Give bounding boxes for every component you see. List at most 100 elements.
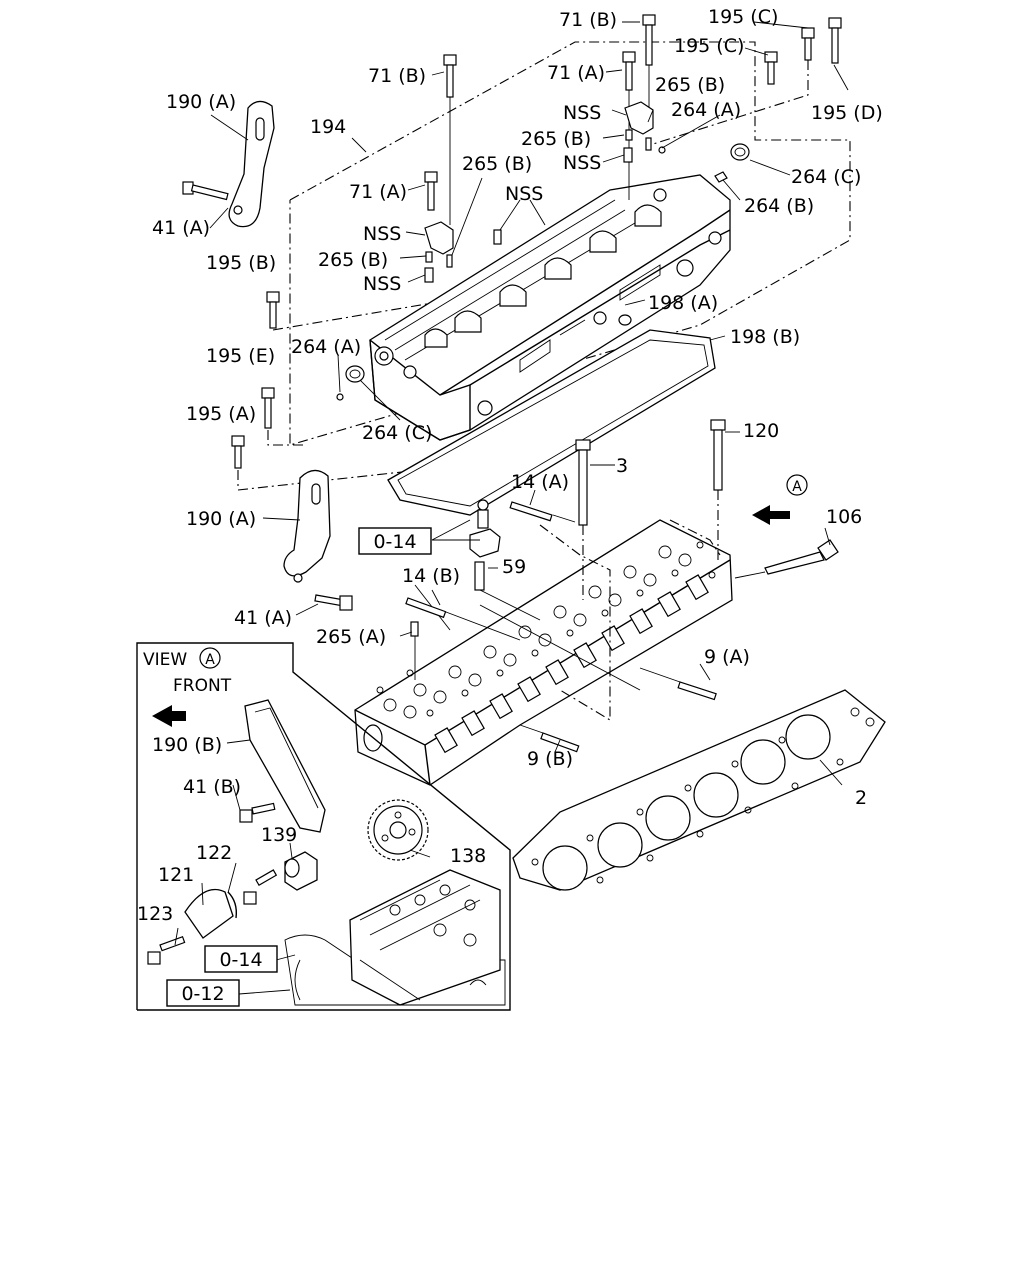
pin-nss-mid	[493, 229, 502, 245]
label-264a-top: 264 (A)	[671, 99, 741, 121]
label-121: 121	[158, 864, 194, 886]
sleeve-nss-left	[424, 267, 434, 283]
gear-138	[367, 799, 429, 861]
label-139: 139	[261, 824, 297, 846]
bolt-3	[575, 439, 591, 600]
view-arrow	[752, 474, 808, 525]
label-120: 120	[743, 420, 779, 442]
label-59: 59	[502, 556, 526, 578]
leader-195e	[267, 430, 305, 446]
bolt-41a-mid	[314, 594, 353, 611]
ref-014-view-text: 0-14	[219, 949, 262, 971]
label-14b: 14 (B)	[402, 565, 460, 587]
cylinder-head	[354, 519, 733, 786]
ref-box-014-view: 0-14	[204, 945, 278, 973]
label-9b: 9 (B)	[527, 748, 573, 770]
label-138: 138	[450, 845, 486, 867]
bracket-nss-top	[624, 101, 654, 135]
label-264b: 264 (B)	[744, 195, 814, 217]
label-264a-left: 264 (A)	[291, 336, 361, 358]
bolt-71b-top	[642, 14, 656, 110]
ref-box-014-top: 0-14	[358, 527, 432, 555]
bracket-nss-left	[424, 221, 454, 255]
label-nss-3: NSS	[505, 183, 543, 205]
label-190a-mid: 190 (A)	[186, 508, 256, 530]
bolt-195d	[828, 17, 842, 64]
ref-012-view-text: 0-12	[181, 983, 224, 1005]
label-view: VIEW	[143, 650, 187, 670]
gasket-198b	[387, 329, 716, 516]
leader-195a	[237, 469, 421, 491]
label-264c-bottom: 264 (C)	[362, 422, 432, 444]
bolt-123	[147, 936, 186, 965]
pin-265b-left2	[446, 254, 453, 268]
label-nss-4: NSS	[363, 223, 401, 245]
label-198b: 198 (B)	[730, 326, 800, 348]
bolt-195a	[231, 435, 245, 469]
stud-9a	[639, 667, 717, 701]
stud-9b	[519, 724, 580, 753]
label-2: 2	[855, 787, 867, 809]
ball-264a-top	[658, 146, 666, 154]
label-122: 122	[196, 842, 232, 864]
label-195c-2: 195 (C)	[674, 35, 744, 57]
bracket-190a-top	[228, 100, 275, 228]
label-14a: 14 (A)	[511, 471, 569, 493]
stud-14b	[405, 597, 521, 641]
leader-195c	[649, 60, 809, 146]
bolt-41a-top	[182, 181, 229, 201]
view-marker-letter: A	[205, 652, 215, 668]
sleeve-nss-top	[623, 147, 633, 163]
bolt-106	[734, 539, 839, 579]
label-71a-top: 71 (A)	[547, 62, 605, 84]
head-gasket	[512, 689, 886, 891]
label-198a: 198 (A)	[648, 292, 718, 314]
label-265b-top: 265 (B)	[655, 74, 725, 96]
leader-195b	[272, 299, 451, 331]
ball-264a-left	[336, 393, 344, 401]
bolt-41b	[239, 802, 276, 823]
bolt-195b	[266, 291, 280, 329]
bush-139	[284, 851, 318, 891]
label-nss-1: NSS	[563, 102, 601, 124]
label-123: 123	[137, 903, 173, 925]
bracket-190a-mid	[283, 469, 331, 583]
label-265b-2: 265 (B)	[521, 128, 591, 150]
seal-264c	[345, 143, 750, 383]
bolt-cover-small	[243, 869, 278, 905]
bolt-71a-left	[424, 171, 438, 211]
label-264c-top: 264 (C)	[791, 166, 861, 188]
bolt-195c-a	[764, 51, 778, 85]
camshaft-carrier	[369, 174, 731, 441]
label-190b: 190 (B)	[152, 734, 222, 756]
label-nss-5: NSS	[363, 273, 401, 295]
label-front: FRONT	[173, 676, 232, 696]
label-71a-left: 71 (A)	[349, 181, 407, 203]
injector-clamp	[469, 499, 501, 558]
label-41a-mid: 41 (A)	[234, 607, 292, 629]
carrier-bolts	[231, 14, 842, 469]
bolt-71b-left	[443, 54, 457, 225]
label-194: 194	[310, 116, 346, 138]
label-265a: 265 (A)	[316, 626, 386, 648]
cover-121	[184, 888, 234, 939]
label-3: 3	[616, 455, 628, 477]
label-195c-top: 195 (C)	[708, 6, 778, 28]
gasket-122	[227, 891, 238, 919]
sleeve-59	[474, 561, 541, 621]
view-arrow-letter: A	[792, 479, 802, 495]
pin-265b-top2	[645, 137, 652, 151]
label-71b-top: 71 (B)	[559, 9, 617, 31]
label-195d: 195 (D)	[811, 102, 883, 124]
label-190a-top: 190 (A)	[166, 91, 236, 113]
pin-265b-left	[425, 251, 433, 263]
part-labels: 71 (B) 195 (C) 195 (C) 71 (B) 71 (A) 265…	[137, 6, 883, 925]
label-9a: 9 (A)	[704, 646, 750, 668]
head-fasteners	[405, 419, 839, 753]
label-nss-2: NSS	[563, 152, 601, 174]
bolt-120	[710, 419, 726, 560]
plug-198a	[618, 314, 632, 326]
label-195a: 195 (A)	[186, 403, 256, 425]
label-41b: 41 (B)	[183, 776, 241, 798]
